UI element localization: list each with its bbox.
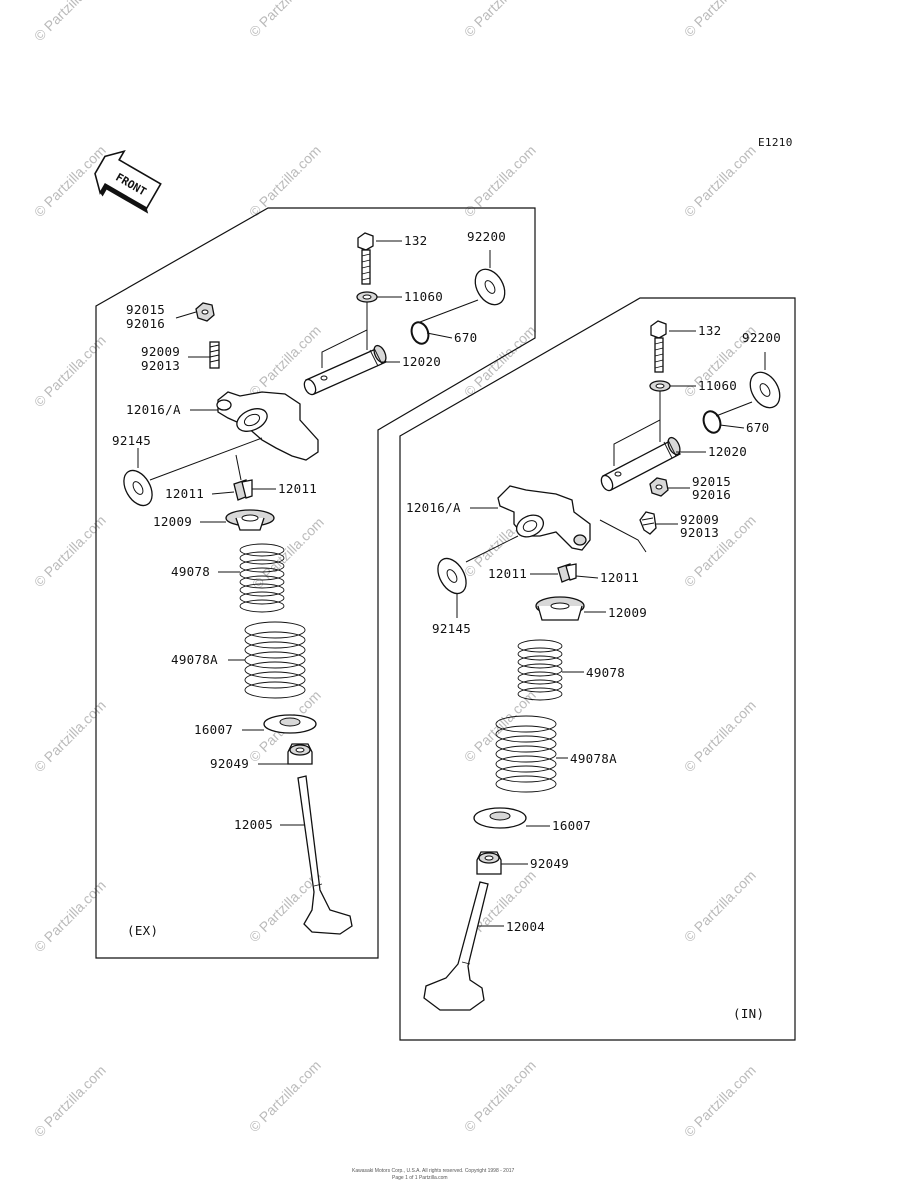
front-arrow-icon: FRONT	[94, 149, 162, 214]
in-label-shim: 92145	[432, 621, 471, 636]
ex-label-retainer: 12009	[153, 514, 192, 529]
ex-label-cotter-r: 12011	[278, 481, 317, 496]
exhaust-labels: 132 92200 11060 670 12020 92015 92016 92…	[112, 229, 506, 938]
in-spring-49078A	[495, 715, 557, 793]
watermark: © Partzilla.com	[461, 0, 539, 40]
ex-label-rocker: 12016/A	[126, 402, 181, 417]
ex-screw-92009	[209, 341, 220, 369]
intake-labels: 132 92200 11060 670 12020 92015 92016 92…	[406, 323, 781, 1021]
ex-washer-92200	[474, 268, 506, 306]
ex-label-oring: 670	[454, 330, 477, 345]
ex-label-nut-a: 92015	[126, 302, 165, 317]
in-label-seal: 92049	[530, 856, 569, 871]
ex-cotter-12011	[233, 479, 253, 501]
ex-label-seat: 16007	[194, 722, 233, 737]
in-screw-92009	[639, 511, 657, 535]
diagram-code: E1210	[758, 136, 793, 149]
ex-label-washer-small: 11060	[404, 289, 443, 304]
ex-label-shaft: 12020	[402, 354, 441, 369]
watermark: © Partzilla.com	[31, 697, 109, 775]
in-title: (IN)	[733, 1006, 764, 1021]
watermark: © Partzilla.com	[681, 1062, 759, 1140]
in-retainer-12009	[535, 596, 585, 621]
ex-bolt-132	[357, 232, 374, 285]
in-label-washer-large: 92200	[742, 330, 781, 345]
in-nut-92015	[649, 477, 669, 497]
in-label-valve: 12004	[506, 919, 545, 934]
exhaust-frame	[95, 207, 536, 959]
ex-title: (EX)	[127, 923, 158, 938]
footer-line-1: Kawasaki Motors Corp., U.S.A. All rights…	[352, 1168, 515, 1174]
in-cotter-12011	[557, 563, 577, 583]
in-shaft-12020	[600, 436, 681, 492]
in-label-screw-a: 92009	[680, 512, 719, 527]
ex-label-shim: 92145	[112, 433, 151, 448]
ex-label-valve: 12005	[234, 817, 273, 832]
ex-label-screw-a: 92009	[141, 344, 180, 359]
ex-label-bolt: 132	[404, 233, 427, 248]
in-label-retainer: 12009	[608, 605, 647, 620]
ex-rocker-12016A	[216, 391, 319, 461]
watermark: © Partzilla.com	[31, 512, 109, 590]
in-label-bolt: 132	[698, 323, 721, 338]
in-label-seat: 16007	[552, 818, 591, 833]
footer: Kawasaki Motors Corp., U.S.A. All rights…	[352, 1168, 515, 1181]
footer-line-2: Page 1 of 1 Partzilla.com	[392, 1175, 448, 1181]
ex-label-nut-b: 92016	[126, 316, 165, 331]
in-label-nut-a: 92015	[692, 474, 731, 489]
in-seat-16007	[473, 807, 527, 829]
exhaust-assembly	[123, 232, 506, 935]
ex-label-spring-inner: 49078	[171, 564, 210, 579]
ex-seal-92049	[287, 743, 313, 765]
ex-label-seal: 92049	[210, 756, 249, 771]
in-label-rocker: 12016/A	[406, 500, 461, 515]
ex-oring-670	[410, 321, 430, 345]
in-label-cotter-l: 12011	[488, 566, 527, 581]
in-spring-49078	[517, 639, 563, 701]
watermark: © Partzilla.com	[461, 1057, 539, 1135]
in-label-nut-b: 92016	[692, 487, 731, 502]
in-shim-92145	[437, 557, 467, 595]
watermark: © Partzilla.com	[31, 0, 109, 44]
ex-valve-12005	[297, 775, 353, 935]
in-label-cotter-r: 12011	[600, 570, 639, 585]
in-rocker-12016A	[497, 485, 591, 551]
in-label-oring: 670	[746, 420, 769, 435]
watermark: © Partzilla.com	[681, 697, 759, 775]
ex-spring-49078	[239, 543, 285, 613]
ex-shaft-12020	[303, 344, 387, 396]
in-washer-92200	[749, 371, 781, 409]
in-seal-92049	[476, 851, 502, 875]
ex-seat-16007	[263, 714, 317, 734]
watermark: © Partzilla.com	[246, 0, 324, 40]
in-label-washer-small: 11060	[698, 378, 737, 393]
ex-label-cotter-l: 12011	[165, 486, 204, 501]
in-bolt-132	[650, 320, 667, 373]
in-label-screw-b: 92013	[680, 525, 719, 540]
in-valve-12004	[423, 881, 489, 1011]
ex-spring-49078A	[244, 621, 306, 699]
ex-nut-92015	[195, 302, 215, 322]
in-oring-670	[702, 410, 722, 434]
watermark: © Partzilla.com	[681, 867, 759, 945]
intake-frame	[399, 297, 796, 1041]
ex-label-spring-outer: 49078A	[171, 652, 218, 667]
intake-assembly	[423, 320, 781, 1011]
watermark: © Partzilla.com	[681, 142, 759, 220]
watermark: © Partzilla.com	[681, 0, 759, 40]
ex-shim-92145	[123, 469, 153, 507]
in-label-shaft: 12020	[708, 444, 747, 459]
ex-label-screw-b: 92013	[141, 358, 180, 373]
in-label-spring-inner: 49078	[586, 665, 625, 680]
watermark: © Partzilla.com	[31, 1062, 109, 1140]
watermark: © Partzilla.com	[246, 1057, 324, 1135]
ex-retainer-12009	[225, 509, 275, 531]
ex-label-washer-large: 92200	[467, 229, 506, 244]
watermark: © Partzilla.com	[31, 877, 109, 955]
watermark: © Partzilla.com	[31, 332, 109, 410]
in-label-spring-outer: 49078A	[570, 751, 617, 766]
